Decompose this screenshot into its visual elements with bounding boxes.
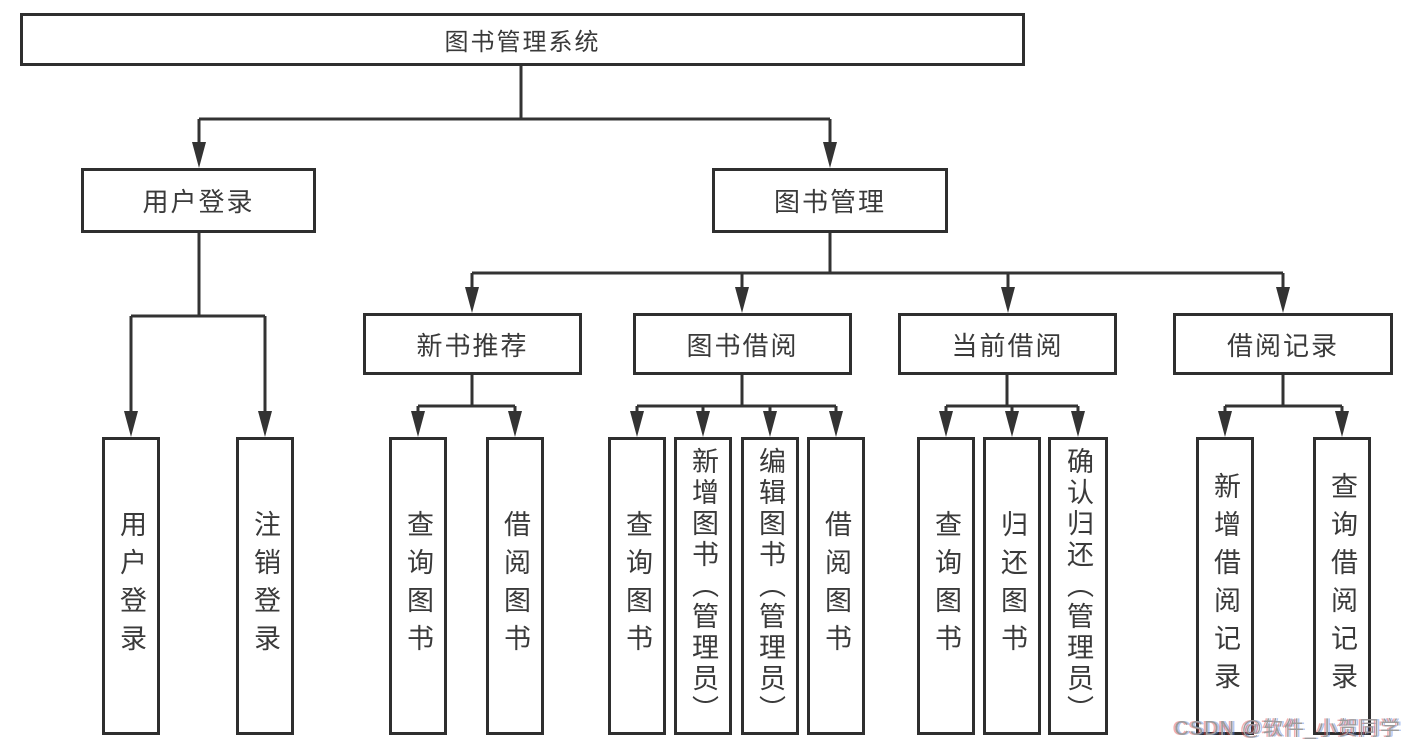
- node-book-management: 图书管理: [712, 168, 948, 233]
- leaf-add-borrow-record: 新增借阅记录: [1196, 437, 1254, 735]
- leaf-borrow-book: 借阅图书: [807, 437, 865, 735]
- arrowheads: [124, 142, 1349, 437]
- leaf-query-borrow-record: 查询借阅记录: [1313, 437, 1371, 735]
- leaf-confirm-return-admin: 确认归还（管理员）: [1048, 437, 1108, 735]
- leaf-borrow-book: 借阅图书: [486, 437, 544, 735]
- watermark: CSDN @软件_小贺同学: [1174, 718, 1401, 740]
- leaf-query-book: 查询图书: [608, 437, 666, 735]
- leaf-user-login: 用户登录: [102, 437, 160, 735]
- leaf-query-book: 查询图书: [389, 437, 447, 735]
- node-borrow-record: 借阅记录: [1173, 313, 1393, 375]
- node-book-borrow: 图书借阅: [633, 313, 852, 375]
- leaf-query-book: 查询图书: [917, 437, 975, 735]
- leaf-return-book: 归还图书: [983, 437, 1041, 735]
- node-library-management-system: 图书管理系统: [20, 13, 1025, 66]
- leaf-edit-book-admin: 编辑图书（管理员）: [741, 437, 799, 735]
- leaf-logout: 注销登录: [236, 437, 294, 735]
- node-new-book-recommend: 新书推荐: [363, 313, 582, 375]
- node-current-borrow: 当前借阅: [898, 313, 1117, 375]
- node-user-login: 用户登录: [81, 168, 316, 233]
- leaf-add-book-admin: 新增图书（管理员）: [674, 437, 732, 735]
